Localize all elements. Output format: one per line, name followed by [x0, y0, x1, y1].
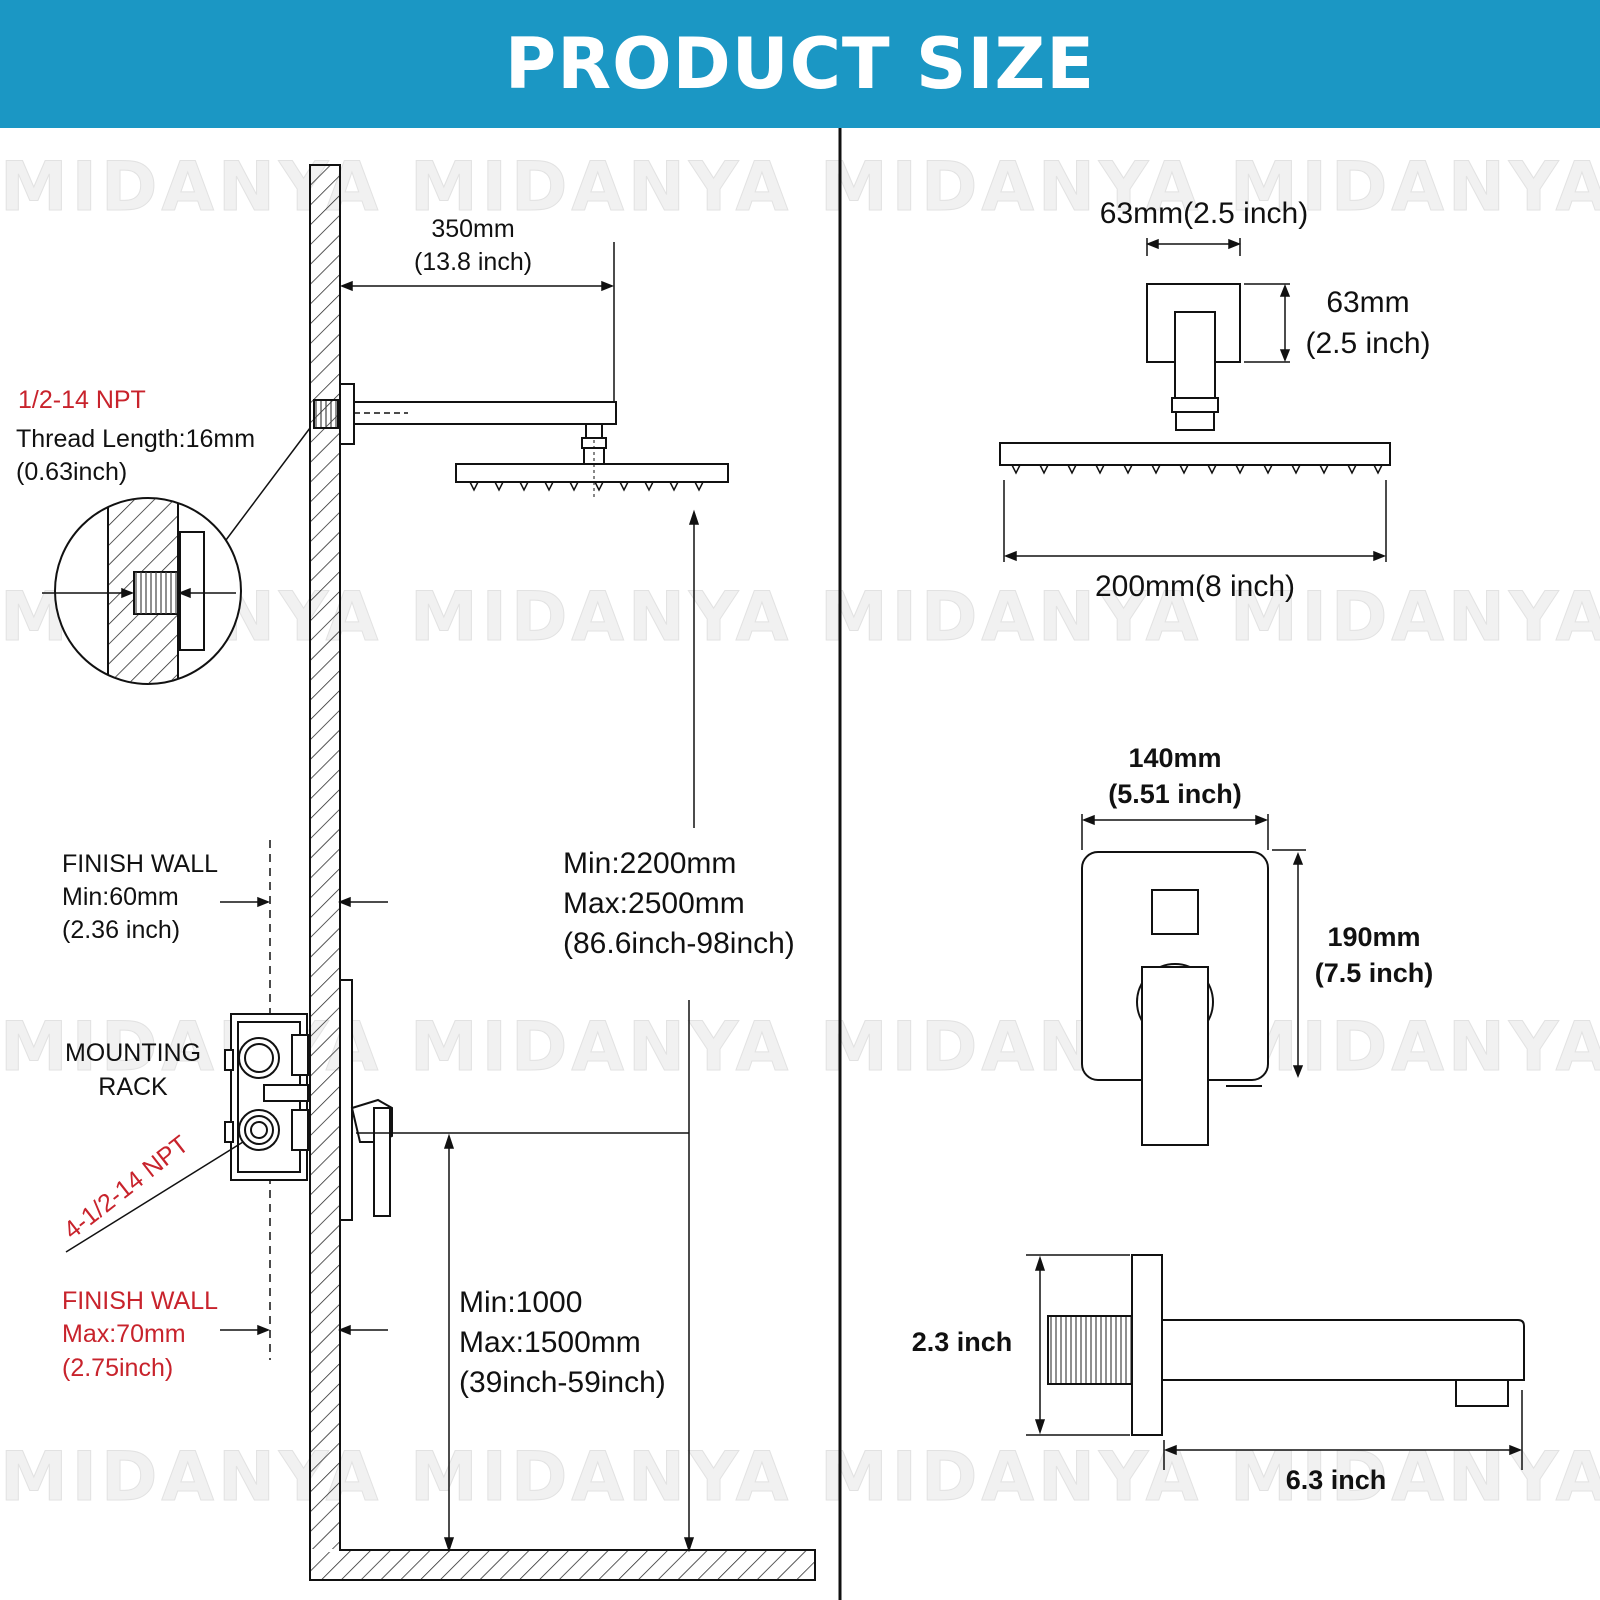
arm-length-inch: (13.8 inch) — [414, 248, 532, 276]
npt4-leader — [65, 1141, 244, 1253]
thread-length-label: Thread Length:16mm — [16, 425, 255, 453]
arm-length-mm: 350mm — [431, 215, 514, 243]
shower-height-min: Min:2200mm — [563, 847, 736, 880]
finish-wall-max-title: FINISH WALL — [62, 1287, 218, 1315]
page-title: PRODUCT SIZE — [504, 23, 1096, 105]
trim-width-dimension — [1081, 814, 1269, 850]
valve-height-dimension — [443, 1133, 455, 1553]
valve-height-inch: (39inch-59inch) — [459, 1366, 666, 1399]
trim-plate-front — [1081, 851, 1269, 1146]
shower-height-dimension — [683, 509, 700, 1553]
thread-length-inch: (0.63inch) — [16, 458, 127, 486]
flange-width-label: 63mm(2.5 inch) — [1100, 197, 1308, 230]
spout-height-dimension — [1026, 1254, 1130, 1436]
shower-head-side — [455, 440, 729, 500]
spout-height-label: 2.3 inch — [912, 1327, 1013, 1357]
finish-wall-min-inch: (2.36 inch) — [62, 916, 180, 944]
wall-section — [309, 164, 341, 1551]
shower-arm-front — [1146, 283, 1241, 431]
npt-label: 1/2-14 NPT — [18, 386, 146, 414]
tub-spout — [1047, 1254, 1525, 1436]
trim-height-mm: 190mm — [1327, 922, 1420, 952]
watermark-text: MIDANYA — [820, 1438, 1202, 1517]
thread-magnifier — [42, 427, 311, 685]
watermark-text: MIDANYA — [1230, 1008, 1600, 1087]
finish-wall-min-value: Min:60mm — [62, 883, 179, 911]
header-banner: PRODUCT SIZE — [0, 0, 1600, 128]
mounting-rack-line1: MOUNTING — [65, 1039, 201, 1067]
watermark-text: MIDANYA — [820, 578, 1202, 657]
spout-length-label: 6.3 inch — [1286, 1465, 1387, 1495]
mounting-rack-valve — [224, 1013, 309, 1181]
trim-height-inch: (7.5 inch) — [1315, 958, 1434, 988]
trim-width-inch: (5.51 inch) — [1108, 779, 1242, 809]
watermark-text: MIDANYA — [410, 1438, 792, 1517]
finish-wall-max-value: Max:70mm — [62, 1320, 186, 1348]
watermark-text: MIDANYA — [410, 578, 792, 657]
shower-height-max: Max:2500mm — [563, 887, 745, 920]
finish-wall-max-inch: (2.75inch) — [62, 1354, 173, 1382]
trim-plate-side — [339, 979, 393, 1221]
shower-height-inch: (86.6inch-98inch) — [563, 927, 795, 960]
finish-wall-min-arrows — [220, 896, 388, 908]
head-width-label: 200mm(8 inch) — [1095, 570, 1295, 603]
valve-height-min: Min:1000 — [459, 1286, 582, 1319]
shower-arm — [313, 383, 617, 465]
watermark-text: MIDANYA — [1230, 578, 1600, 657]
floor-section — [309, 1549, 816, 1581]
watermark-text: MIDANYA — [410, 1008, 792, 1087]
product-size-diagram: MIDANYA MIDANYA MIDANYA MIDANYA MIDANYA … — [0, 128, 1600, 1600]
valve-height-max: Max:1500mm — [459, 1326, 641, 1359]
watermark-text: MIDANYA — [1230, 148, 1600, 227]
finish-wall-max-arrows — [220, 1324, 388, 1336]
corner-gap — [311, 1549, 339, 1552]
arm-length-dimension — [339, 242, 615, 402]
spout-length-dimension — [1163, 1390, 1523, 1470]
trim-height-dimension — [1272, 849, 1306, 1079]
npt4-label: 4-1/2-14 NPT — [58, 1130, 193, 1244]
trim-width-mm: 140mm — [1128, 743, 1221, 773]
watermark-text: MIDANYA — [1230, 1438, 1600, 1517]
head-width-dimension — [1003, 480, 1387, 562]
shower-head-front — [999, 442, 1391, 475]
flange-width-dimension — [1145, 238, 1242, 256]
flange-height-inch: (2.5 inch) — [1305, 327, 1430, 360]
watermark-text: MIDANYA — [820, 148, 1202, 227]
flange-height-dimension — [1244, 283, 1291, 363]
watermark-text: MIDANYA — [410, 148, 792, 227]
mounting-rack-line2: RACK — [98, 1073, 168, 1101]
finish-wall-min-title: FINISH WALL — [62, 850, 218, 878]
flange-height-mm: 63mm — [1326, 286, 1409, 319]
